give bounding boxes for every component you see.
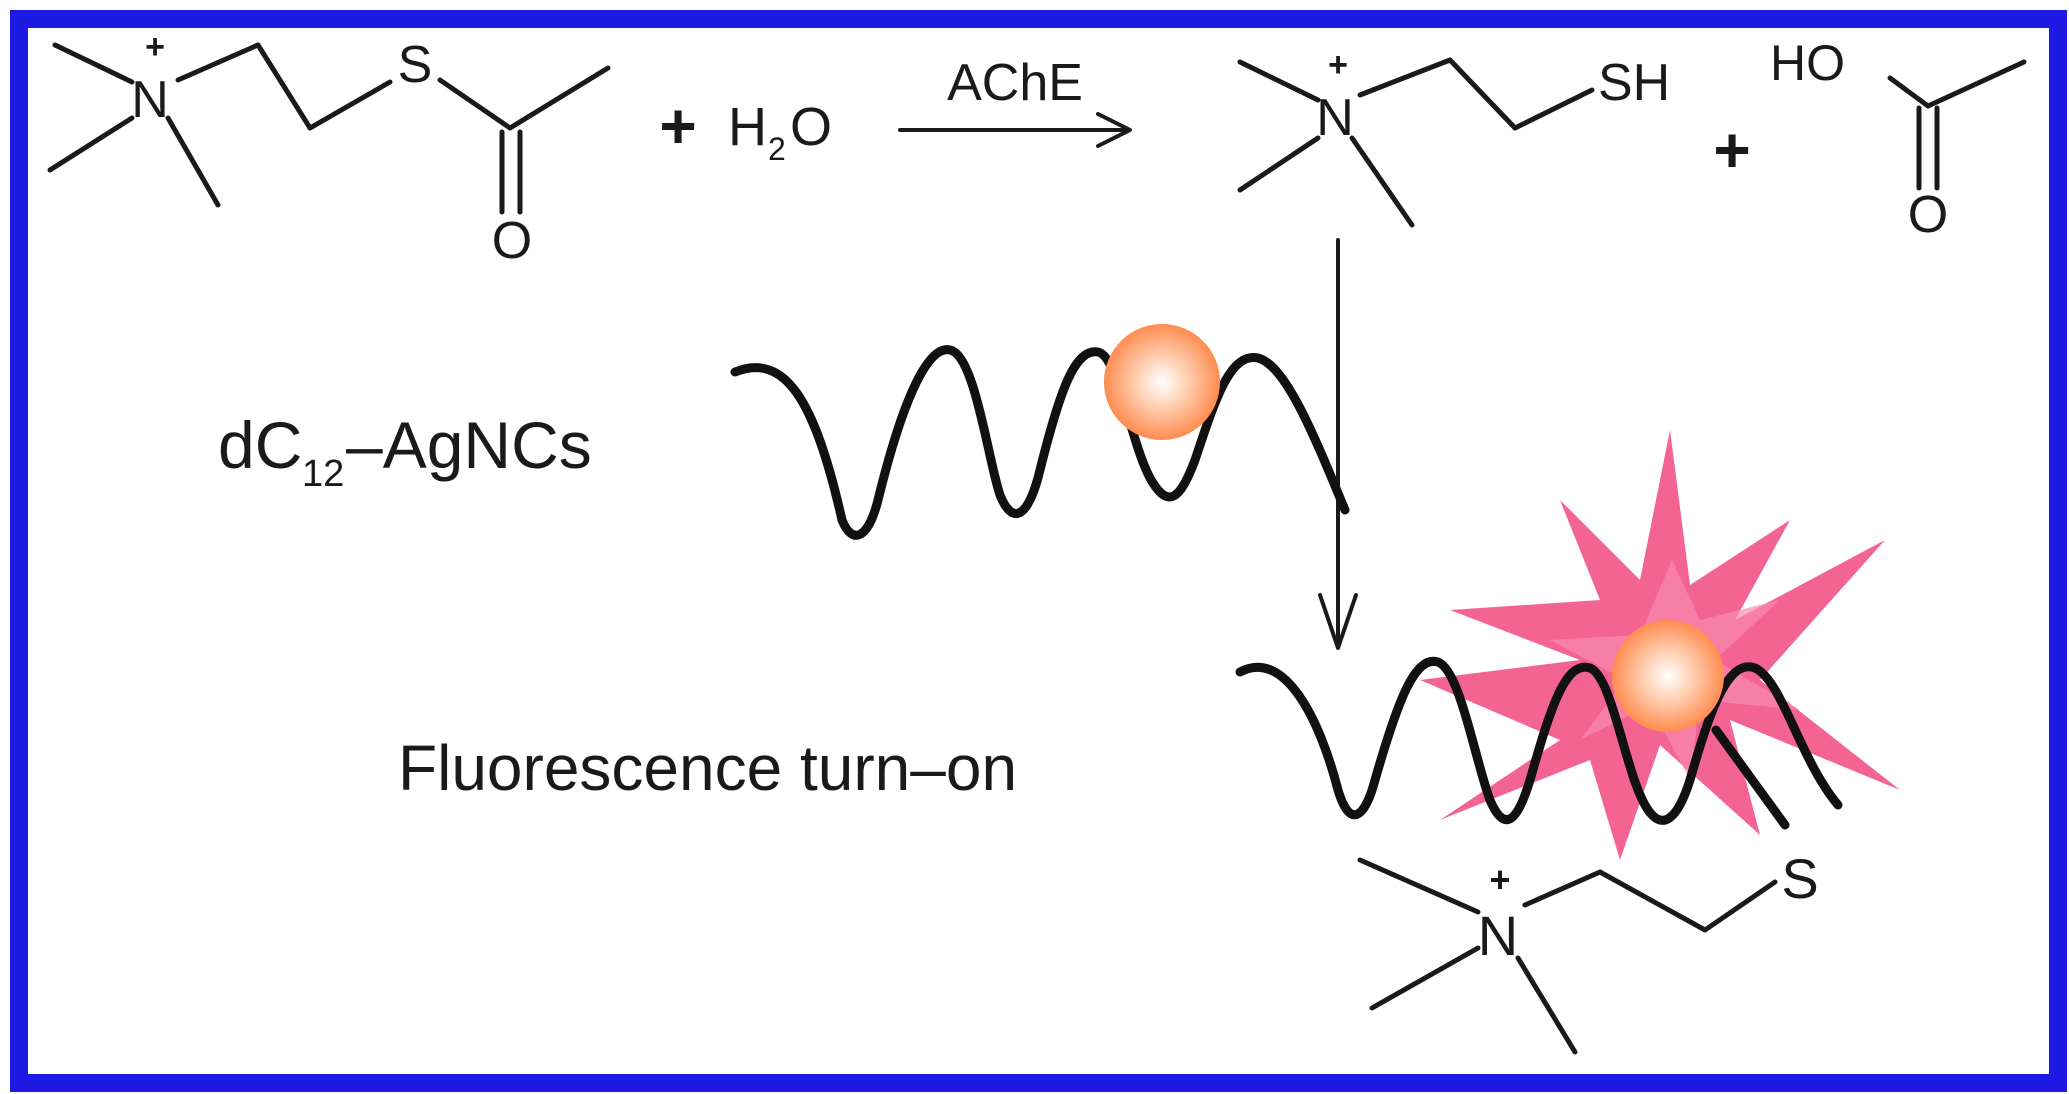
atom-s: S: [398, 36, 433, 94]
bond: [1237, 135, 1321, 193]
atom-sh: SH: [1598, 54, 1670, 112]
bond: [165, 115, 221, 208]
charge-plus: +: [1328, 46, 1348, 84]
bond: [1597, 869, 1708, 933]
atom-o: O: [1908, 186, 1948, 244]
acetylthiocholine-molecule: N + S O: [47, 28, 611, 270]
bond: [1522, 869, 1603, 908]
bond: [1357, 857, 1481, 915]
bond: [1349, 135, 1415, 228]
bond: [52, 42, 135, 85]
bond: [1447, 57, 1518, 131]
downward-arrow: [1318, 238, 1358, 650]
dna-strand: [730, 345, 1350, 540]
charge-plus: +: [1489, 859, 1510, 900]
bond: [1887, 75, 1931, 109]
water-o: O: [790, 97, 832, 157]
arrow-head: [1096, 112, 1132, 148]
bond: [1515, 955, 1578, 1055]
bond: [1237, 59, 1321, 103]
reaction-arrow: AChE: [898, 54, 1132, 148]
atom-n: N: [1316, 89, 1354, 147]
silver-nanocluster: [1612, 620, 1724, 732]
enzyme-label: AChE: [947, 54, 1083, 112]
fluorescence-label: Fluorescence turn–on: [398, 732, 1017, 804]
dna-strand-with-nanocluster: [730, 324, 1350, 540]
bond: [1512, 87, 1595, 131]
water-h: H: [728, 97, 767, 157]
atom-s: S: [1781, 847, 1818, 910]
water-label: H 2 O: [728, 97, 832, 167]
plus-sign: +: [1713, 114, 1750, 186]
atom-n: N: [1478, 904, 1518, 967]
bond: [437, 77, 513, 131]
arrow-head: [1318, 593, 1358, 650]
charge-plus: +: [145, 28, 165, 66]
figure-frame: [10, 10, 2067, 1092]
dna-strand-with-nanocluster-bound: [1235, 620, 1843, 830]
bond: [1925, 59, 2027, 109]
acetic-acid-molecule: HO O: [1770, 35, 2027, 244]
dna-prefix: dC: [218, 408, 302, 482]
bound-thiocholine-molecule: N + S: [1357, 847, 1819, 1055]
thiol-linker: [1711, 725, 1790, 830]
bond: [1357, 57, 1453, 98]
plus-sign: +: [659, 90, 696, 162]
atom-o: O: [492, 212, 532, 270]
bond: [307, 79, 393, 131]
water-subscript: 2: [768, 131, 786, 167]
bond: [507, 65, 611, 131]
bond: [1702, 879, 1778, 933]
bond: [255, 42, 313, 131]
atom-n: N: [131, 71, 169, 129]
silver-nanocluster: [1104, 324, 1220, 440]
dc12-agncs-label: dC 12 –AgNCs: [218, 408, 592, 495]
atom-ho: HO: [1770, 35, 1845, 91]
bond: [47, 115, 135, 173]
thiocholine-molecule: N + SH: [1237, 46, 1670, 228]
bond: [1369, 945, 1481, 1011]
dna-suffix: –AgNCs: [346, 408, 592, 482]
bond: [175, 42, 261, 83]
dna-subscript: 12: [302, 453, 344, 495]
